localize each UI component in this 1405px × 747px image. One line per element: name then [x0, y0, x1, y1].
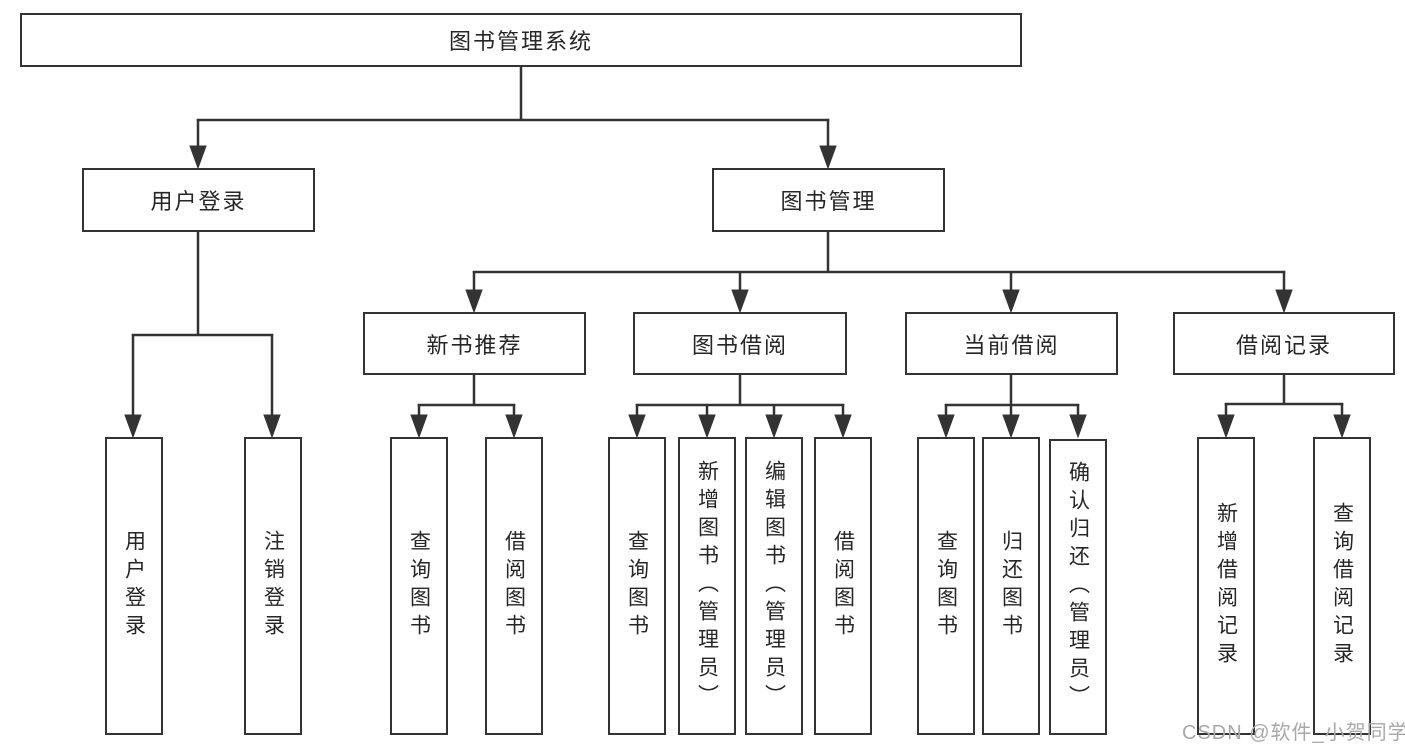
- leaf-user-login: 用户登录: [105, 437, 163, 735]
- leaf-edit-books-admin: 编辑图书（管理员）: [745, 437, 803, 735]
- node-borrowing-records: 借阅记录: [1173, 312, 1395, 375]
- leaf-query-books-3: 查询图书: [917, 437, 975, 735]
- leaf-label: 查询图书: [934, 530, 958, 642]
- leaf-query-borrow-record: 查询借阅记录: [1313, 437, 1371, 735]
- leaf-label: 用户登录: [122, 530, 146, 642]
- connector-book-borrow-children: [628, 375, 852, 439]
- connector-user-login-children: [124, 232, 281, 439]
- leaf-logout: 注销登录: [244, 437, 302, 735]
- csdn-watermark: CSDN @软件_小贺同学: [1182, 722, 1405, 744]
- leaf-return-books: 归还图书: [982, 437, 1040, 735]
- leaf-add-borrow-record: 新增借阅记录: [1197, 437, 1255, 735]
- leaf-borrow-books-1: 借阅图书: [485, 437, 543, 735]
- leaf-label: 新增图书（管理员）: [695, 460, 719, 712]
- node-user-login-branch: 用户登录: [82, 168, 315, 232]
- leaf-label: 归还图书: [999, 530, 1023, 642]
- node-label: 借阅记录: [1235, 332, 1332, 358]
- leaf-label: 借阅图书: [502, 530, 526, 642]
- node-label: 图书借阅: [691, 332, 788, 358]
- leaf-borrow-books-2: 借阅图书: [814, 437, 872, 735]
- node-book-borrowing: 图书借阅: [633, 312, 847, 375]
- node-label: 用户登录: [150, 189, 247, 214]
- connector-book-management-children: [465, 232, 1293, 314]
- leaf-label: 编辑图书（管理员）: [762, 460, 786, 712]
- leaf-add-books-admin: 新增图书（管理员）: [678, 437, 736, 735]
- leaf-label: 借阅图书: [831, 530, 855, 642]
- leaf-query-books-1: 查询图书: [390, 437, 448, 735]
- node-book-management-branch: 图书管理: [712, 168, 945, 232]
- node-library-management-system: 图书管理系统: [20, 13, 1022, 67]
- connector-root-to-level2: [189, 67, 837, 170]
- leaf-confirm-return-admin: 确认归还（管理员）: [1049, 439, 1107, 735]
- connector-new-books-children: [410, 375, 523, 439]
- node-label: 图书管理: [780, 189, 877, 214]
- leaf-label: 查询图书: [625, 530, 649, 642]
- node-label: 新书推荐: [426, 332, 523, 358]
- leaf-label: 新增借阅记录: [1214, 502, 1238, 670]
- connector-current-borrow-children: [937, 375, 1087, 439]
- leaf-query-books-2: 查询图书: [608, 437, 666, 735]
- leaf-label: 查询图书: [407, 530, 431, 642]
- leaf-label: 确认归还（管理员）: [1066, 461, 1090, 713]
- node-label: 图书管理系统: [448, 29, 593, 54]
- leaf-label: 注销登录: [261, 530, 285, 642]
- node-new-book-recommendation: 新书推荐: [363, 312, 586, 375]
- node-current-borrowing: 当前借阅: [905, 312, 1118, 375]
- connector-borrow-records-children: [1217, 375, 1351, 439]
- leaf-label: 查询借阅记录: [1330, 502, 1354, 670]
- node-label: 当前借阅: [963, 332, 1060, 358]
